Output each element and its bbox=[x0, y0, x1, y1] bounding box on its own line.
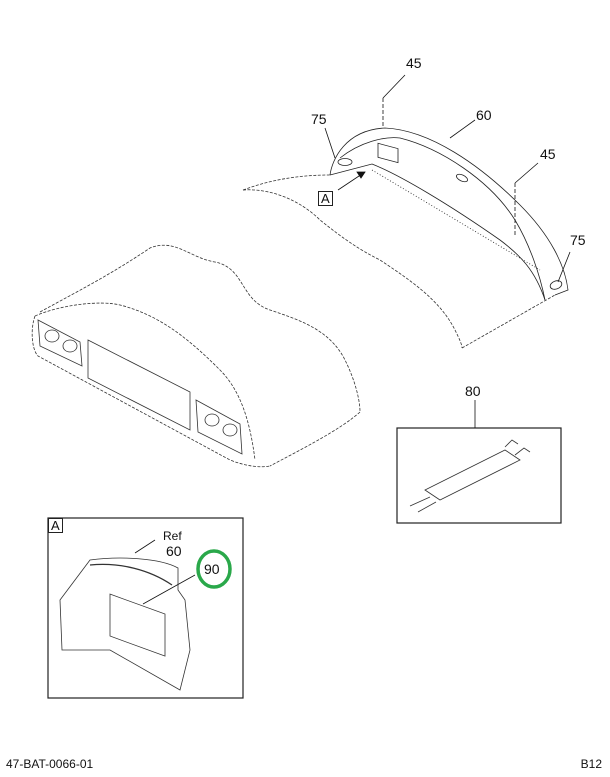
part-80-box bbox=[396, 400, 562, 524]
callout-75-right[interactable]: 75 bbox=[570, 232, 586, 248]
callout-80[interactable]: 80 bbox=[465, 383, 481, 399]
cab-rear-outline bbox=[242, 174, 556, 349]
callout-45-top[interactable]: 45 bbox=[406, 55, 422, 71]
callout-60[interactable]: 60 bbox=[476, 107, 492, 123]
callout-90[interactable]: 90 bbox=[204, 561, 220, 577]
view-marker-a-main[interactable]: A bbox=[318, 191, 333, 206]
drawing-id: 47-BAT-0066-01 bbox=[6, 757, 94, 771]
callout-45-right[interactable]: 45 bbox=[540, 146, 556, 162]
detail-view-a bbox=[47, 517, 244, 699]
callout-75-left[interactable]: 75 bbox=[311, 111, 327, 127]
callout-ref-60[interactable]: 60 bbox=[166, 543, 182, 559]
ref-label: Ref bbox=[163, 529, 182, 543]
page-ref: B12 bbox=[580, 757, 602, 771]
view-marker-a-detail: A bbox=[48, 518, 63, 533]
left-lamp-cluster bbox=[37, 319, 83, 367]
roof-cap-body bbox=[31, 244, 361, 468]
leader-lines bbox=[324, 74, 571, 283]
roof-fairing-60 bbox=[329, 127, 569, 301]
right-lamp-cluster bbox=[195, 399, 243, 455]
highlight-ring bbox=[196, 549, 232, 589]
center-panel bbox=[87, 339, 191, 431]
